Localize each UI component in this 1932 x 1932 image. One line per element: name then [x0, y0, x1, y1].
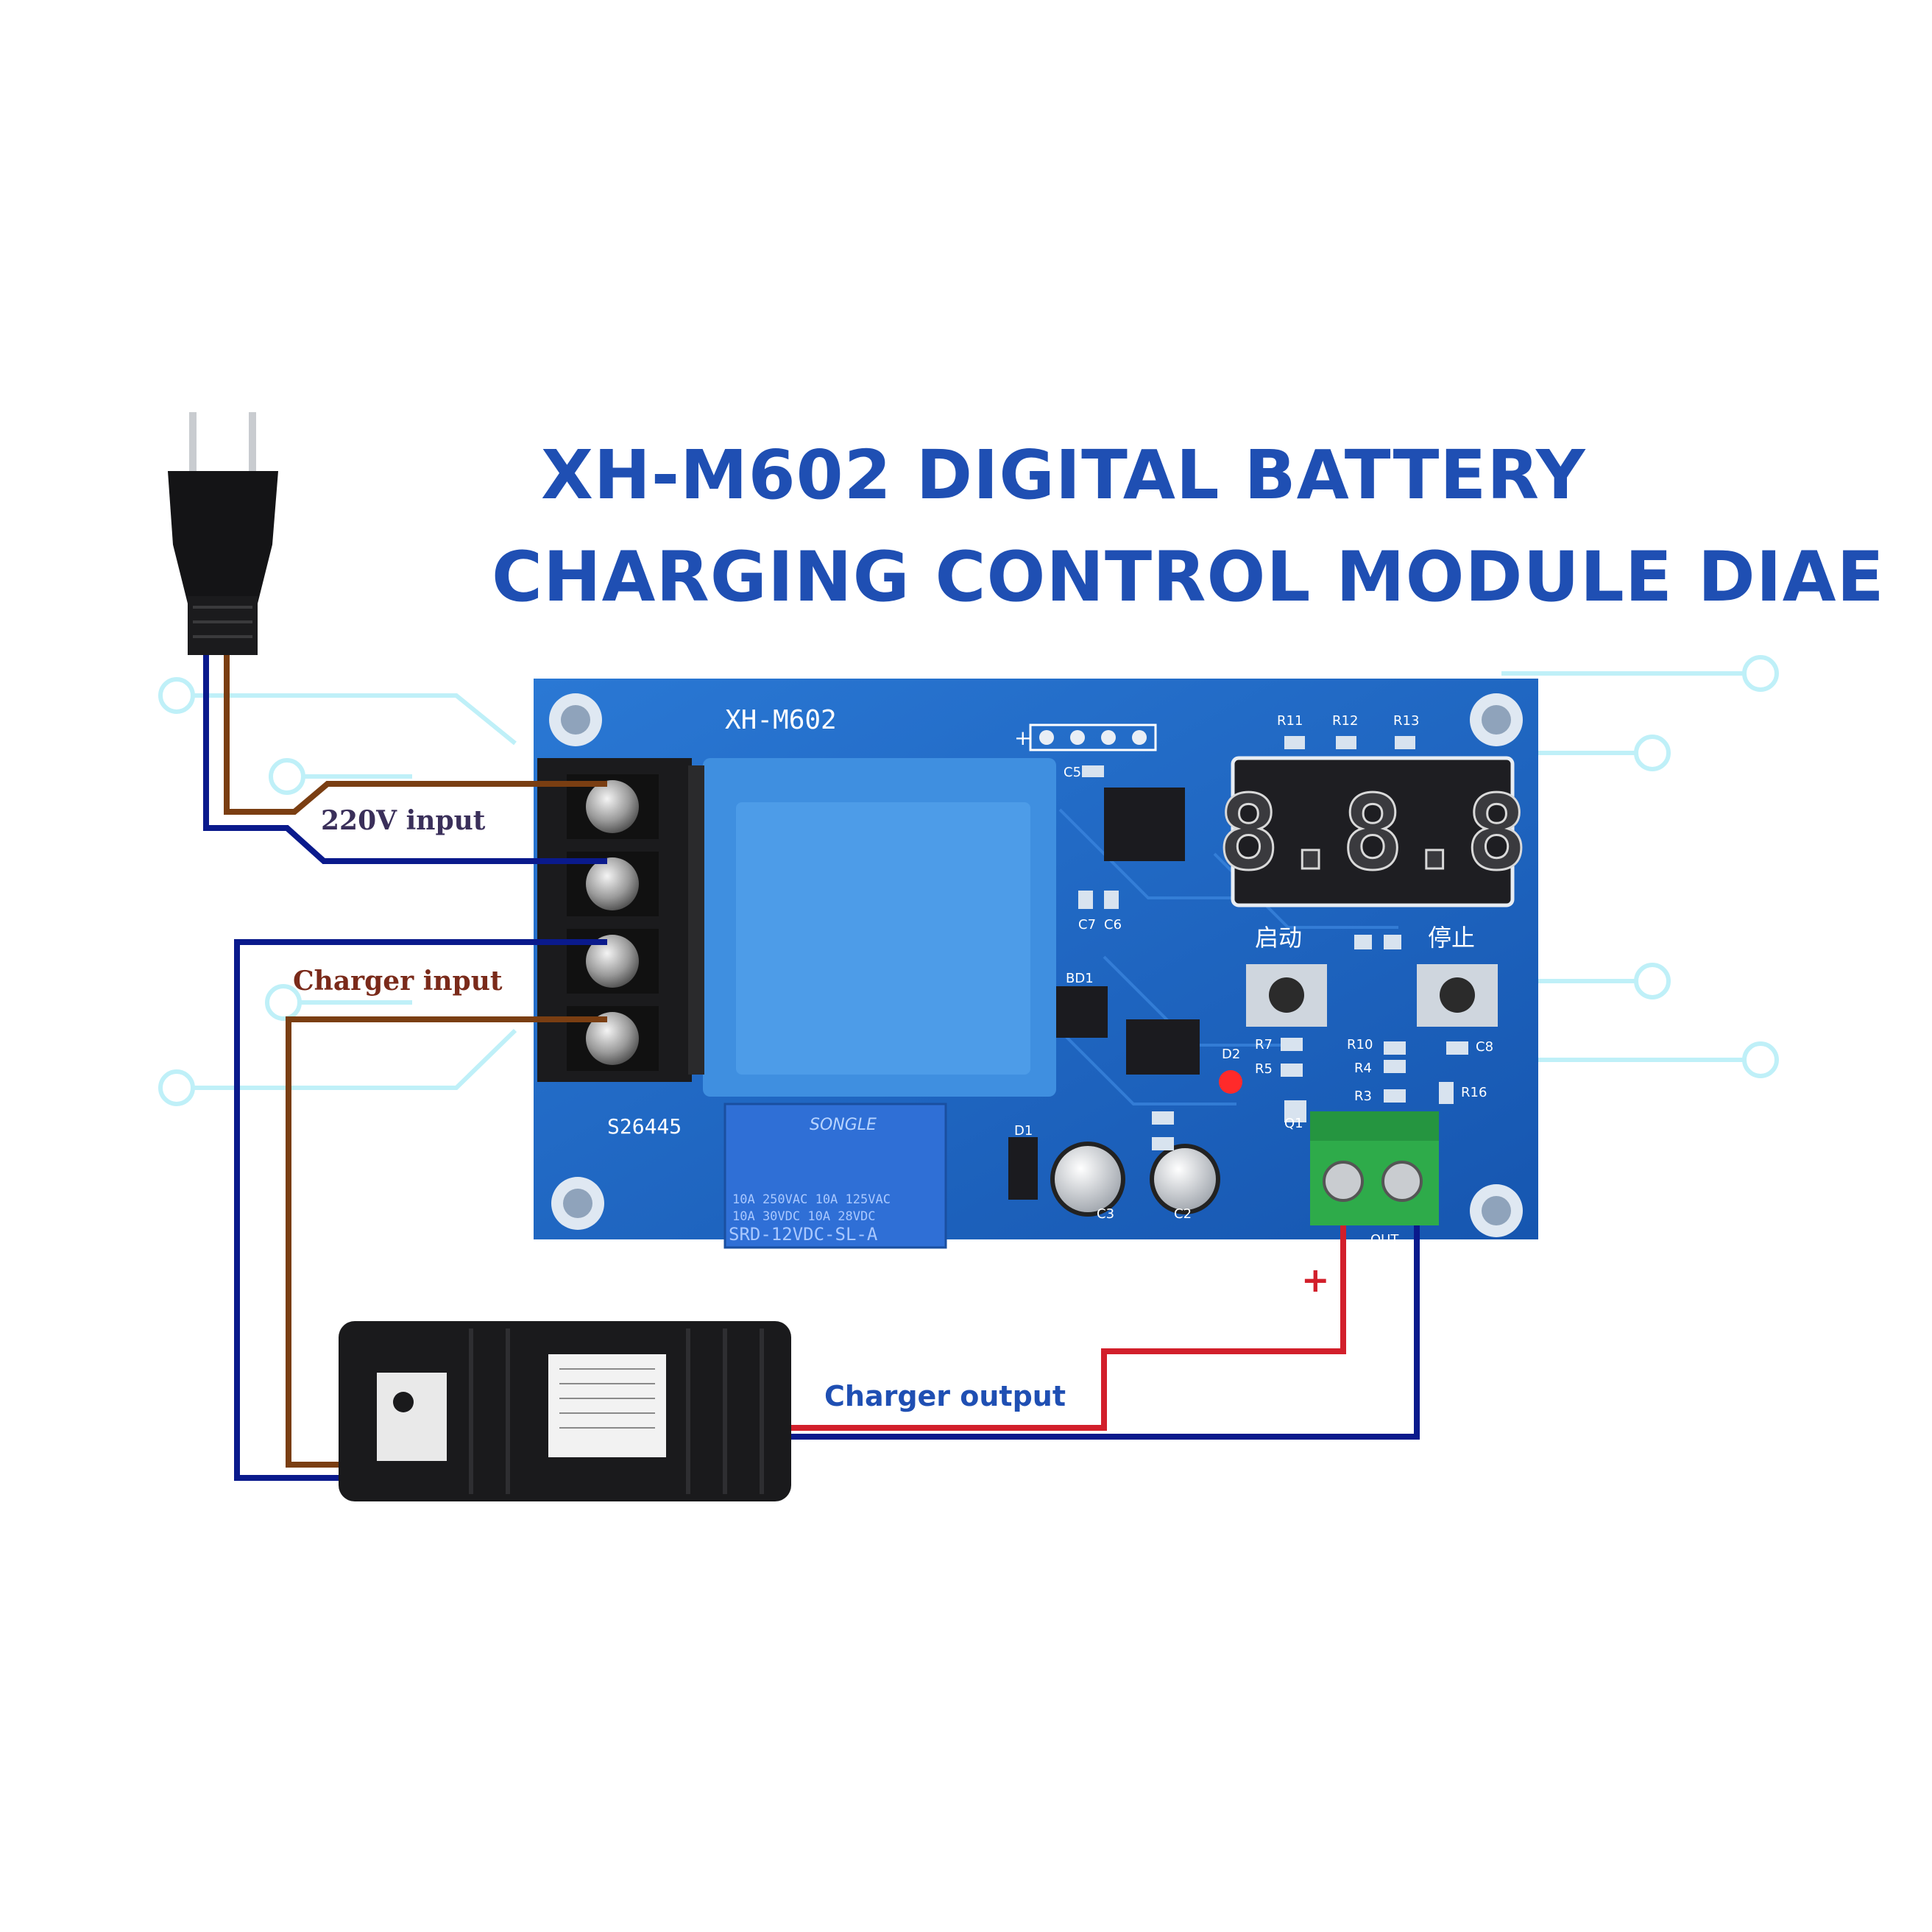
d2-label: D2 [1222, 1047, 1240, 1062]
start-button[interactable] [1246, 964, 1327, 1027]
r13-label: R13 [1393, 713, 1419, 729]
diode [1008, 1137, 1038, 1200]
diagram-title-line-1: XH-M602 DIGITAL BATTERY [541, 436, 1586, 514]
c7-label: C7 [1078, 917, 1096, 933]
q1-label: Q1 [1284, 1116, 1303, 1131]
charger-spec-label [548, 1354, 666, 1457]
board-serial-label: S26445 [607, 1114, 682, 1139]
positive-terminal-label: + [1301, 1260, 1330, 1300]
r3-label: R3 [1354, 1089, 1372, 1104]
ac-input-wire-blue [203, 651, 607, 864]
relay-model: SRD-12VDC-SL-A [729, 1224, 878, 1245]
relay-rating-2: 10A 30VDC 10A 28VDC [732, 1209, 875, 1224]
power-plug [168, 412, 278, 655]
terminal-screw [567, 929, 659, 994]
r7-label: R7 [1255, 1037, 1273, 1052]
led-indicator [1219, 1070, 1242, 1094]
r10-label: R10 [1347, 1037, 1373, 1052]
decorative-circuit-lines [158, 655, 1779, 1106]
d1-label: D1 [1014, 1123, 1033, 1139]
r4-label: R4 [1354, 1061, 1372, 1076]
stop-button-label: 停止 [1428, 924, 1475, 952]
relay-rating-1: 10A 250VAC 10A 125VAC [732, 1192, 891, 1207]
c6-label: C6 [1104, 917, 1122, 933]
output-terminal [1310, 1111, 1439, 1225]
charger-output-wire-blue [788, 1225, 1420, 1440]
mounting-holes [549, 693, 1523, 1237]
voltage-regulator [1126, 1019, 1200, 1075]
diagram-title-line-2: CHARGING CONTROL MODULE DIAE [492, 537, 1885, 618]
bridge-rectifier [1056, 986, 1108, 1038]
display-digits: 8.8.8 [1217, 774, 1527, 894]
capacitor-c2 [1150, 1144, 1220, 1214]
r5-label: R5 [1255, 1061, 1273, 1077]
r16-label: R16 [1461, 1085, 1487, 1100]
charger-input-label: Charger input [293, 966, 503, 997]
charger-switch-panel [377, 1373, 447, 1461]
ac-input-wire-brown [224, 651, 607, 815]
terminal-screw [567, 1006, 659, 1071]
charger-output-label: Charger output [824, 1380, 1066, 1412]
xh-m602-board: XH-M602 S26445 SONGLE 10A 250VAC 10A 125… [534, 679, 1538, 1249]
c8-label: C8 [1476, 1039, 1493, 1055]
header-plus-label: + [1014, 726, 1031, 750]
r12-label: R12 [1332, 713, 1358, 729]
seven-segment-display [1231, 756, 1515, 907]
charger-input-wire-brown [286, 1016, 607, 1468]
ac-input-label: 220V input [321, 805, 486, 836]
charger-output-wire-red [788, 1225, 1346, 1431]
out-label: OUT [1370, 1232, 1399, 1248]
relay [723, 1103, 947, 1249]
start-button-label: 启动 [1255, 924, 1302, 952]
relay-brand: SONGLE [810, 1116, 877, 1134]
charger-input-wire-blue [234, 939, 607, 1481]
input-terminal-block [537, 758, 704, 1082]
stop-button[interactable] [1417, 964, 1498, 1027]
bd1-label: BD1 [1066, 971, 1094, 986]
board-model-label: XH-M602 [725, 705, 837, 735]
c5-label: C5 [1064, 765, 1081, 780]
c2-label: C2 [1174, 1206, 1192, 1222]
pin-header [1029, 723, 1157, 751]
ic-chip [1104, 788, 1185, 861]
r11-label: R11 [1277, 713, 1303, 729]
capacitor-c3 [1050, 1142, 1125, 1217]
c3-label: C3 [1097, 1206, 1114, 1222]
battery-charger [339, 1321, 791, 1501]
